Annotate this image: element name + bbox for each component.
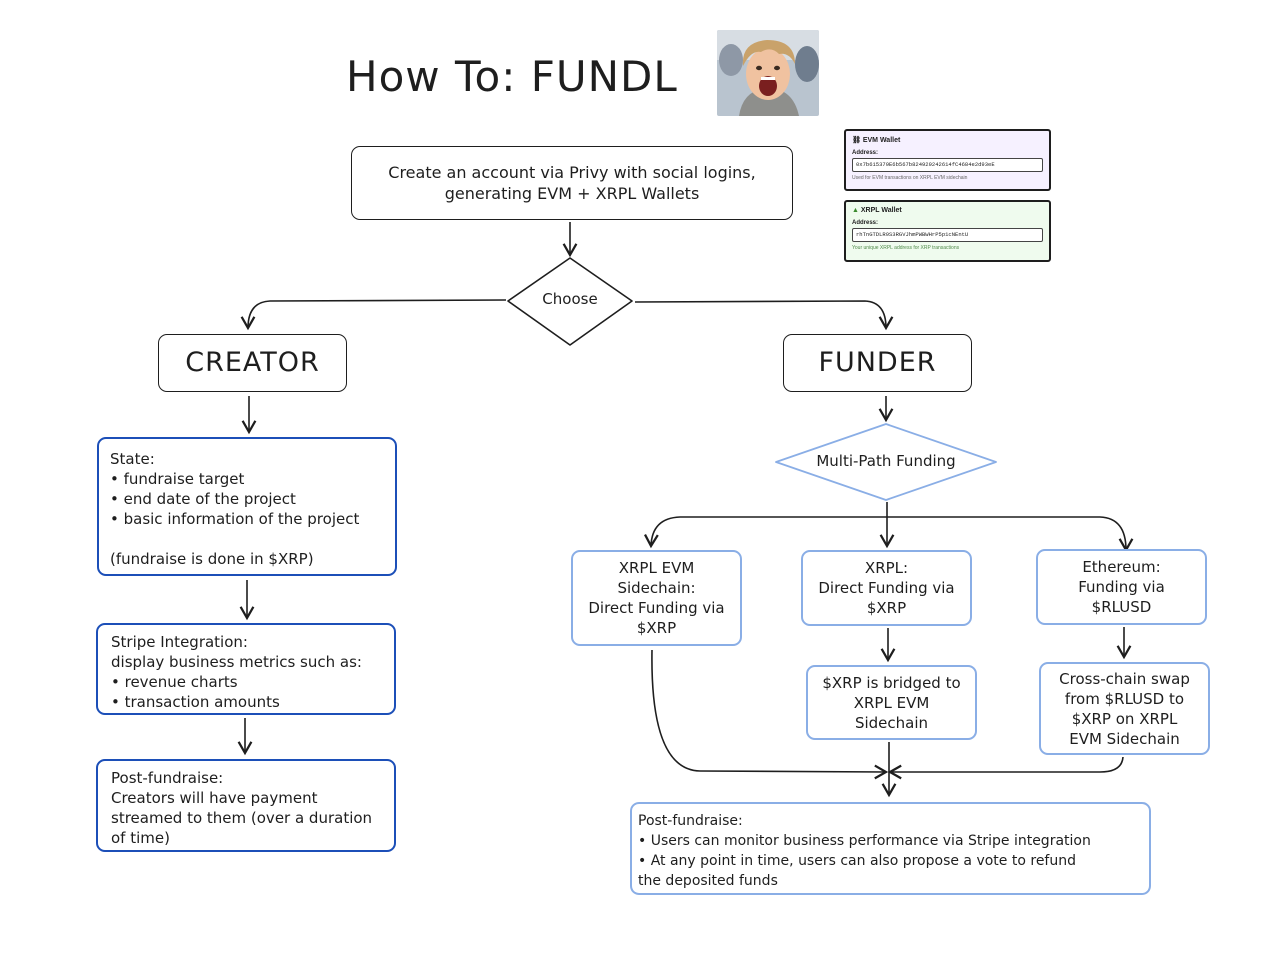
stripe-integration-box: Stripe Integration: display business met…: [96, 623, 396, 715]
funder-box: FUNDER: [783, 334, 972, 392]
path-evm-line-4: $XRP: [636, 619, 677, 637]
creator-post-line-3: streamed to them (over a duration: [111, 809, 373, 827]
path-evm-line-3: Direct Funding via: [588, 599, 725, 617]
arrow-evm-to-merge: [651, 649, 889, 780]
choose-label: Choose: [542, 290, 598, 308]
xrpl-address-label: Address:: [852, 220, 879, 226]
multi-path-diamond: [775, 423, 997, 501]
swap-line-1: Cross-chain swap: [1059, 669, 1190, 688]
creator-box: CREATOR: [158, 334, 347, 392]
funder-post-fundraise-box: Post-fundraise: • Users can monitor busi…: [630, 802, 1151, 895]
bridge-line-1: $XRP is bridged to: [822, 673, 961, 692]
creator-post-line-1: Post-fundraise:: [111, 769, 224, 787]
path-ethereum-box: Ethereum: Funding via $RLUSD: [1036, 549, 1207, 625]
multi-path-label: Multi-Path Funding: [816, 452, 956, 470]
xrpl-wallet-card: ▲ XRPL Wallet Address: rhTnGTDLR9S3RGVJh…: [844, 200, 1051, 262]
swap-line-3: $XRP on XRPL: [1071, 709, 1178, 728]
arrow-multipath-to-eth: [887, 516, 1134, 553]
create-account-box: Create an account via Privy with social …: [351, 146, 793, 220]
stripe-line-4: • transaction amounts: [111, 693, 280, 711]
state-line-1: State:: [110, 450, 155, 468]
funder-post-line-4: the deposited funds: [638, 873, 778, 889]
create-account-line-1: Create an account via Privy with social …: [388, 163, 756, 182]
choose-diamond: [507, 257, 633, 346]
path-xrpl-line-2: Direct Funding via: [818, 579, 955, 597]
excited-boy-photo: [717, 30, 819, 116]
xrpl-address-field[interactable]: rhTnGTDLR9S3RGVJhmPWBWHrP5p1cNEntU: [852, 228, 1043, 242]
path-xrpl-line-1: XRPL:: [864, 559, 909, 577]
path-evm-line-1: XRPL EVM: [618, 559, 695, 577]
cross-chain-swap-box: Cross-chain swap from $RLUSD to $XRP on …: [1039, 662, 1210, 755]
path-eth-line-2: Funding via: [1078, 578, 1165, 596]
state-line-2: • fundraise target: [110, 470, 245, 488]
stripe-line-3: • revenue charts: [111, 673, 238, 691]
funder-post-line-2: • Users can monitor business performance…: [638, 833, 1091, 849]
state-line-5: [110, 529, 384, 549]
xrpl-wallet-title-text: XRPL Wallet: [860, 207, 902, 214]
arrow-swap-to-merge: [887, 756, 1124, 780]
bridge-line-2: XRPL EVM: [853, 693, 930, 712]
create-account-line-2: generating EVM + XRPL Wallets: [444, 184, 700, 203]
creator-state-box: State: • fundraise target • end date of …: [97, 437, 397, 576]
stripe-line-1: Stripe Integration:: [111, 633, 248, 651]
evm-wallet-title-text: EVM Wallet: [862, 137, 901, 144]
creator-post-fundraise-box: Post-fundraise: Creators will have payme…: [96, 759, 396, 852]
xrpl-wallet-title: ▲ XRPL Wallet: [852, 207, 1043, 214]
evm-wallet-note: Used for EVM transactions on XRPL EVM si…: [852, 175, 968, 181]
path-xrpl-box: XRPL: Direct Funding via $XRP: [801, 550, 972, 626]
arrow-choose-to-creator: [240, 299, 507, 331]
tree-icon: ▲: [852, 207, 859, 214]
xrpl-wallet-note: Your unique XRPL address for XRP transac…: [852, 245, 960, 251]
arrow-choose-to-funder: [634, 300, 894, 331]
path-eth-line-1: Ethereum:: [1082, 558, 1161, 576]
path-xrpl-line-3: $XRP: [866, 599, 907, 617]
stripe-line-2: display business metrics such as:: [111, 653, 362, 671]
page-title: How To: FUNDL: [346, 52, 678, 101]
state-line-3: • end date of the project: [110, 490, 296, 508]
evm-address-field[interactable]: 0x7b615379E6b567b824929242614fC4684e2d93…: [852, 158, 1043, 172]
evm-wallet-title: ⛓ EVM Wallet: [852, 136, 1043, 144]
swap-line-2: from $RLUSD to: [1064, 689, 1185, 708]
funder-post-line-3: • At any point in time, users can also p…: [638, 853, 1076, 869]
path-xrpl-evm-box: XRPL EVM Sidechain: Direct Funding via $…: [571, 550, 742, 646]
state-line-4: • basic information of the project: [110, 510, 360, 528]
bridge-box: $XRP is bridged to XRPL EVM Sidechain: [806, 665, 977, 740]
funder-label: FUNDER: [818, 347, 937, 378]
arrow-multipath-to-evm: [644, 516, 887, 549]
evm-wallet-card: ⛓ EVM Wallet Address: 0x7b615379E6b567b8…: [844, 129, 1051, 191]
creator-post-line-2: Creators will have payment: [111, 789, 318, 807]
link-icon: ⛓: [852, 137, 861, 144]
funder-post-line-1: Post-fundraise:: [638, 813, 743, 829]
evm-address-label: Address:: [852, 150, 879, 156]
path-evm-line-2: Sidechain:: [617, 579, 696, 597]
creator-post-line-4: of time): [111, 829, 170, 847]
path-eth-line-3: $RLUSD: [1091, 598, 1152, 616]
swap-line-4: EVM Sidechain: [1069, 729, 1180, 748]
state-line-6: (fundraise is done in $XRP): [110, 550, 314, 568]
bridge-line-3: Sidechain: [854, 713, 929, 732]
creator-label: CREATOR: [185, 347, 320, 378]
